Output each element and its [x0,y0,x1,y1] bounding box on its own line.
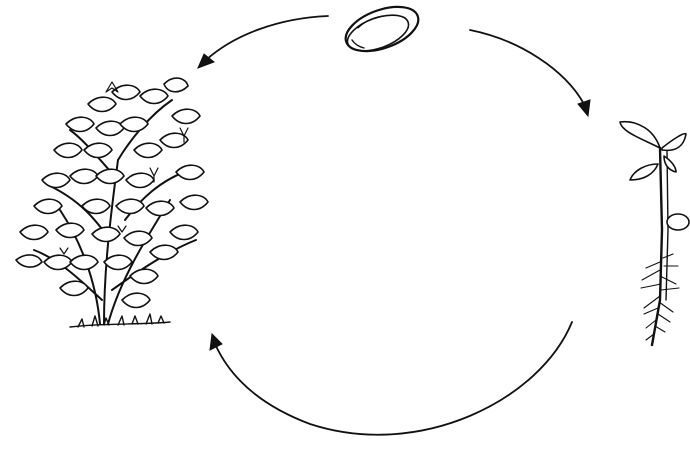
arrow-seed-to-plant [198,16,328,68]
seed-icon [340,0,424,60]
arrow-seedling-to-plant [210,322,572,435]
bushy-plant-icon [16,78,208,327]
seedling-icon [620,122,689,345]
arrow-seed-to-seedling [470,30,590,116]
